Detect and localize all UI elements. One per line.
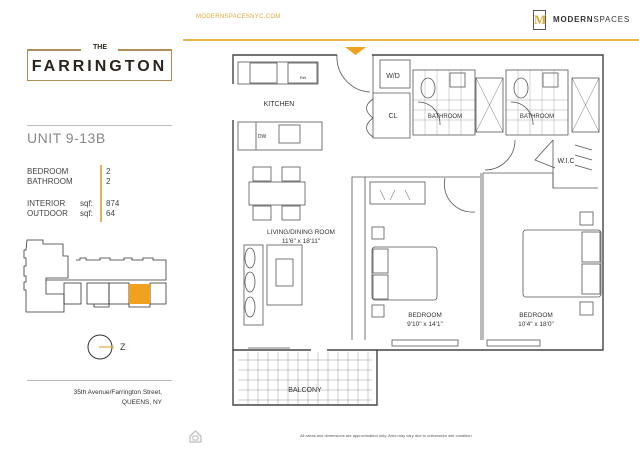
address-line2: QUEENS, NY [121,399,162,406]
spec-unit: sqf: [80,199,93,208]
divider [27,125,172,126]
spec-label: BEDROOM [27,167,69,176]
spec-bedroom: BEDROOM [27,167,68,177]
website-link[interactable]: MODERNSPACESNYC.COM [196,14,281,20]
unit-highlight [129,284,150,304]
spec-value: 874 [106,199,120,208]
dw-label: DW [258,134,267,140]
spec-unit: sqf: [80,209,93,218]
building-logo-the: THE [93,44,107,51]
equal-housing-icon [189,430,202,443]
room-label-bathroom: BATHROOM [428,114,462,120]
room-label-bedroom: BEDROOM [519,312,553,319]
spec-label: OUTDOOR [27,209,68,218]
room-label-kitchen: KITCHEN [264,101,295,108]
spec-value: 2 [106,167,111,176]
room-dim-living: 11'6" x 18'11" [282,238,321,245]
header-rule [183,39,639,41]
spec-value: 2 [106,177,111,186]
unit-title: UNIT 9-13B [27,130,106,146]
room-dim-bedroom: 10'4" x 18'0" [518,321,554,328]
room-label-living: LIVING/DINING ROOM [267,229,335,236]
divider [27,380,172,381]
brand-logo-text: MODERNSPACES [553,15,630,24]
disclaimer: All areas and dimensions are approximati… [300,433,472,438]
brand-bold: MODERN [553,15,594,24]
room-label-bedroom: BEDROOM [408,312,442,319]
spec-divider [100,165,102,222]
spec-label: INTERIOR [27,199,66,208]
brand-light: SPACES [593,15,631,24]
wd-label: W/D [386,73,400,80]
room-dim-bedroom: 9'10" x 14'1" [407,321,443,328]
compass-label: Z [120,342,126,352]
cl-label: CL [389,113,398,120]
room-label-balcony: BALCONY [288,387,322,394]
spec-value: 64 [106,209,115,218]
room-label-bathroom: BATHROOM [520,114,554,120]
brand-logo-mark: M [533,10,546,30]
building-logo-name: FARRINGTON [31,58,168,75]
room-label-wic: W.I.C [557,158,574,165]
ref-label: Ref [300,75,307,80]
spec-label: BATHROOM [27,177,73,186]
building-logo-frame [27,49,172,81]
entrance-marker-icon [345,47,366,55]
key-plan: Z [23,239,167,360]
address-line1: 35th Avenue/Farrington Street, [73,389,162,396]
